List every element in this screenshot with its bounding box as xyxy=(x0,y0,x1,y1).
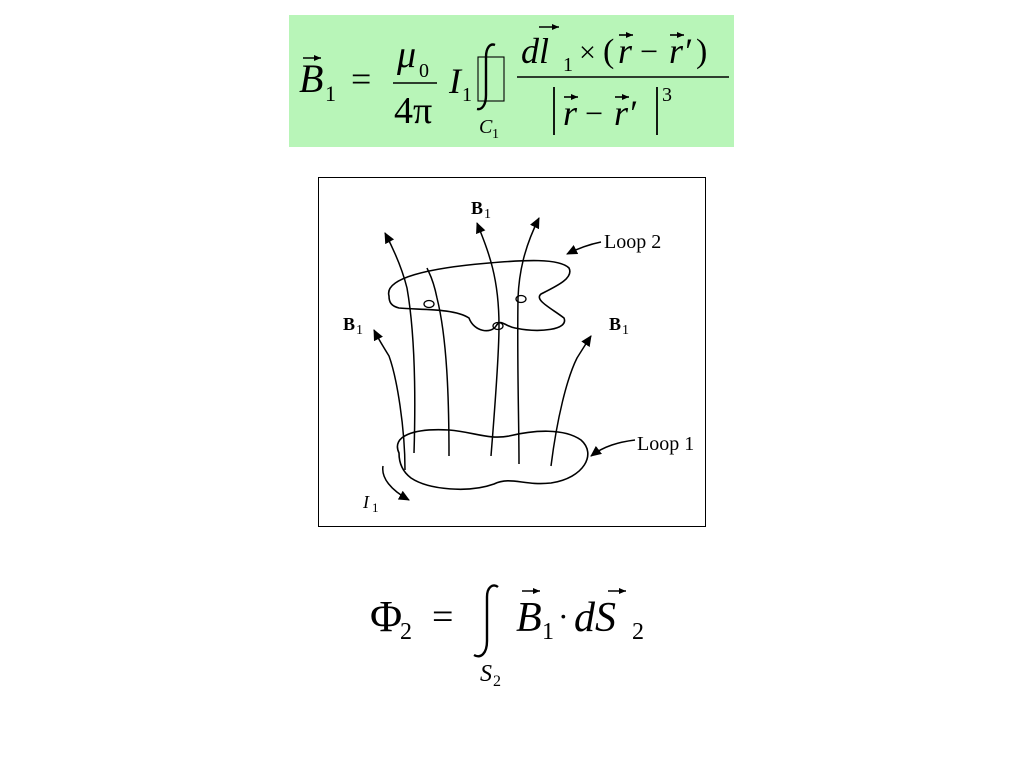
current-direction-arrow-icon xyxy=(382,465,410,501)
field-piercing-point xyxy=(423,299,435,309)
b1-left-subscript: 1 xyxy=(356,323,363,338)
r-symbol: r xyxy=(618,31,633,71)
loop-2-pointer-arrow-icon xyxy=(566,241,602,255)
loop-1-pointer-arrow-icon xyxy=(590,439,636,457)
mu-symbol: μ xyxy=(396,34,416,76)
flux-formula: Φ 2 = S 2 B 1 · dS 2 xyxy=(360,565,680,695)
denominator-r-symbol: r xyxy=(563,93,578,133)
field-b-subscript: 1 xyxy=(325,81,336,106)
field-b-symbol: B xyxy=(516,595,542,641)
field-b-subscript: 1 xyxy=(542,619,554,645)
field-piercing-point xyxy=(492,321,504,331)
flux-formula-drawing: Φ 2 = S 2 B 1 · dS 2 xyxy=(370,584,644,690)
ds-symbol: dS xyxy=(574,595,616,641)
dl-subscript: 1 xyxy=(563,54,573,76)
dl-symbol: dl xyxy=(521,31,549,71)
b1-top-subscript: 1 xyxy=(484,207,491,222)
current-label: I xyxy=(362,492,370,512)
biot-savart-formula: B 1 = μ 0 4π I 1 C 1 dl 1 × ( xyxy=(299,24,729,142)
equals-sign: = xyxy=(351,59,371,99)
mu-subscript: 0 xyxy=(419,60,429,82)
field-line xyxy=(426,267,450,457)
field-line-arrow-icon xyxy=(384,232,416,454)
b1-right-subscript: 1 xyxy=(622,323,629,338)
b1-right-label: B xyxy=(609,314,621,334)
flux-linkage-diagram: B 1 B 1 B 1 Loop 2 Loop 1 I 1 xyxy=(318,177,706,527)
phi-subscript: 2 xyxy=(400,619,412,645)
equals-sign: = xyxy=(432,596,453,638)
field-piercing-point xyxy=(515,294,527,304)
minus-sign: − xyxy=(640,33,658,69)
surface-s-symbol: S xyxy=(480,661,492,687)
b1-top-label: B xyxy=(471,198,483,218)
contour-c-symbol: C xyxy=(479,116,493,138)
field-b-symbol: B xyxy=(299,56,323,101)
surface-subscript: 2 xyxy=(493,673,501,690)
ds-subscript: 2 xyxy=(632,619,644,645)
current-symbol: I xyxy=(448,61,463,101)
field-line-arrow-icon xyxy=(476,222,500,457)
b1-left-label: B xyxy=(343,314,355,334)
loop-2-label: Loop 2 xyxy=(604,231,661,253)
cross-symbol: × xyxy=(579,36,596,69)
field-line-arrow-icon xyxy=(550,335,592,467)
loop-2-curve xyxy=(387,259,571,332)
exponent-three: 3 xyxy=(662,84,672,106)
four-pi-denominator: 4π xyxy=(394,90,432,132)
dot-product-symbol: · xyxy=(558,598,569,634)
current-label-subscript: 1 xyxy=(372,500,379,515)
close-paren: ) xyxy=(696,33,707,70)
contour-integral-icon xyxy=(476,43,505,111)
denominator-r-prime-symbol: r′ xyxy=(614,93,637,133)
field-line-arrow-icon xyxy=(373,329,406,471)
field-line-arrow-icon xyxy=(516,217,540,465)
loop-1-curve xyxy=(396,428,589,491)
contour-subscript: 1 xyxy=(492,127,499,142)
current-subscript: 1 xyxy=(462,84,472,106)
open-paren: ( xyxy=(603,33,614,70)
denominator-minus-sign: − xyxy=(585,95,603,131)
phi-symbol: Φ xyxy=(370,592,402,641)
loop-1-label: Loop 1 xyxy=(637,433,694,455)
biot-savart-formula-box: B 1 = μ 0 4π I 1 C 1 dl 1 × ( xyxy=(289,15,734,147)
integral-icon xyxy=(473,584,499,658)
r-prime-symbol: r′ xyxy=(669,31,692,71)
flux-linkage-diagram-drawing: B 1 B 1 B 1 Loop 2 Loop 1 I 1 xyxy=(343,198,694,515)
